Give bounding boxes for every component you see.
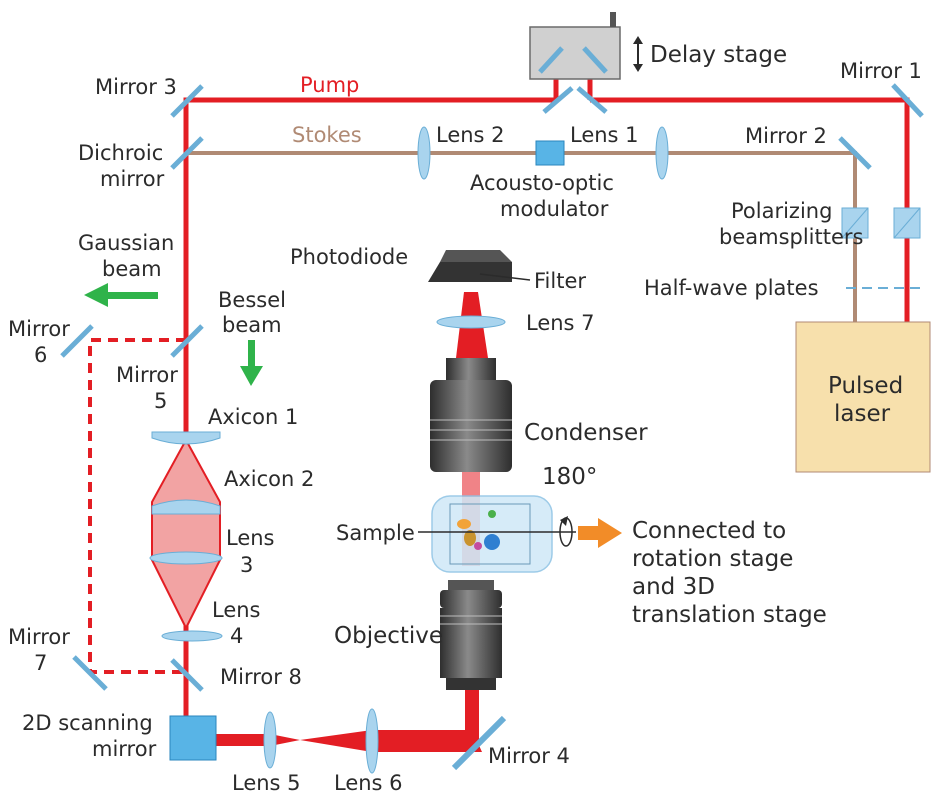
vertical-beam-to-objective <box>465 676 479 742</box>
mirror-7-label-1: Mirror <box>8 625 70 649</box>
pulsed-laser-label-1: Pulsed <box>828 373 903 399</box>
photodiode-label: Photodiode <box>290 245 408 269</box>
dichroic-mirror-label-2: mirror <box>100 167 165 191</box>
lens-6 <box>365 708 379 774</box>
scanning-mirror-label-1: 2D scanning <box>22 711 153 735</box>
bessel-arrow-icon <box>240 340 263 386</box>
mirror-2-label: Mirror 2 <box>745 124 827 148</box>
bessel-beam-label-2: beam <box>222 313 282 337</box>
lens-3-label-2: 3 <box>240 553 253 577</box>
mirror-5-label-2: 5 <box>154 389 167 413</box>
relay-beam-expanded <box>300 730 482 752</box>
relay-beam <box>216 734 300 746</box>
mirror-4-label: Mirror 4 <box>488 744 570 768</box>
pbs-diagonal-2 <box>893 207 921 239</box>
mirror-3-label: Mirror 3 <box>95 75 177 99</box>
mirror-5-label-1: Mirror <box>116 363 178 387</box>
delay-input-mirror <box>542 86 574 114</box>
pulsed-laser-label-2: laser <box>834 401 891 427</box>
delay-output-mirror <box>576 86 608 114</box>
mirror-7 <box>72 655 108 691</box>
delay-stage-arrow <box>633 36 643 72</box>
axicon-2-label: Axicon 2 <box>224 467 314 491</box>
axicon-2 <box>151 499 221 515</box>
gaussian-arrow-icon <box>84 283 158 307</box>
lens-1 <box>655 126 669 180</box>
lens-4 <box>161 630 223 642</box>
lens-7 <box>436 315 506 329</box>
mirror-3 <box>170 84 204 118</box>
axicon-1 <box>151 431 221 445</box>
condenser <box>430 358 512 472</box>
pbs-diagonal-1 <box>841 207 869 239</box>
lens-4-label-1: Lens <box>212 598 261 622</box>
condenser-label: Condenser <box>524 420 648 446</box>
lens-7-label: Lens 7 <box>526 311 595 335</box>
polarizing-bs-label-2: beamsplitters <box>719 225 863 249</box>
acousto-optic-modulator <box>535 140 565 166</box>
lens-5-label: Lens 5 <box>232 771 301 795</box>
sample-chamber <box>431 495 553 573</box>
mirror-8-label: Mirror 8 <box>220 665 302 689</box>
stokes-label: Stokes <box>292 123 362 147</box>
filter-pointer <box>479 273 531 281</box>
gaussian-bypass-path <box>88 338 186 674</box>
lens-4-label-2: 4 <box>230 624 243 648</box>
aom-label-1: Acousto-optic <box>470 171 614 195</box>
sample-label: Sample <box>336 521 415 545</box>
mirror-1-label: Mirror 1 <box>840 59 922 83</box>
mirror-6-label-2: 6 <box>34 343 47 367</box>
bessel-beam-label-1: Bessel <box>218 288 286 312</box>
pump-label: Pump <box>300 73 359 97</box>
connected-label-4: translation stage <box>632 602 827 628</box>
objective <box>440 580 502 690</box>
2d-scanning-mirror <box>169 715 217 761</box>
pulsed-laser <box>795 321 931 473</box>
mirror-4 <box>451 715 507 771</box>
dichroic-mirror-label-1: Dichroic <box>78 141 163 165</box>
aom-label-2: modulator <box>500 197 609 221</box>
mirror-6-label-1: Mirror <box>8 317 70 341</box>
connection-arrow-icon <box>578 518 622 548</box>
gaussian-beam-label-1: Gaussian <box>78 231 174 255</box>
axicon-1-label: Axicon 1 <box>208 405 298 429</box>
lens-5 <box>263 711 277 769</box>
connected-label-2: rotation stage <box>632 546 793 572</box>
mirror-6 <box>60 324 94 358</box>
connected-label-1: Connected to <box>632 518 786 544</box>
lens-2 <box>417 126 431 180</box>
scanning-mirror-label-2: mirror <box>92 737 157 761</box>
filter-label: Filter <box>534 269 586 293</box>
mirror-1 <box>891 83 924 118</box>
objective-label: Objective <box>334 623 443 649</box>
delay-stage[interactable] <box>529 12 621 80</box>
half-wave-label: Half-wave plates <box>644 276 819 300</box>
photodiode <box>428 250 512 282</box>
bessel-beam-cone <box>151 437 221 631</box>
angle-label: 180° <box>542 464 597 490</box>
lens-2-label: Lens 2 <box>436 123 505 147</box>
dichroic-mirror <box>170 136 204 170</box>
lens-3-label-1: Lens <box>226 526 275 550</box>
rotation-arrow-icon <box>559 516 573 547</box>
polarizing-bs-label-1: Polarizing <box>731 199 832 223</box>
lens-1-label: Lens 1 <box>570 123 639 147</box>
delay-stage-label: Delay stage <box>650 42 787 68</box>
lens-3 <box>149 551 223 565</box>
mirror-5 <box>170 324 204 358</box>
mirror-8 <box>170 658 204 692</box>
lens-6-label: Lens 6 <box>334 771 403 795</box>
connected-label-3: and 3D <box>632 574 715 600</box>
mirror-7-label-2: 7 <box>34 651 47 675</box>
mirror-2 <box>838 136 872 170</box>
gaussian-beam-label-2: beam <box>102 257 162 281</box>
